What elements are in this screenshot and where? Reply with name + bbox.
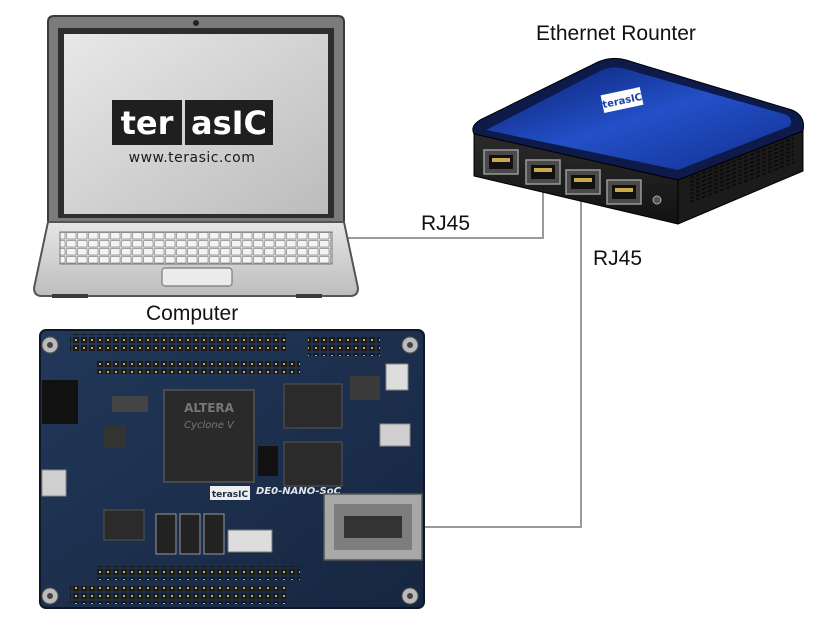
router-port-2: [525, 159, 561, 185]
logo-right-text: asIC: [191, 104, 267, 142]
fpga-board-icon: ALTERA Cyclone V terasIC DE0-NANO-SoC: [39, 329, 425, 609]
cable-computer-to-router: [340, 192, 544, 239]
board-model-text: DE0-NANO-SoC: [256, 486, 342, 497]
chip-family-text: Cyclone V: [184, 420, 235, 431]
board-brand-text: terasIC: [212, 490, 249, 500]
fpga-chip: ALTERA Cyclone V: [163, 389, 255, 483]
logo-left-text: ter: [121, 104, 174, 142]
computer-label: Computer: [146, 302, 239, 325]
board-silk-brand: terasIC: [210, 486, 250, 500]
laptop-keyboard: [59, 231, 333, 265]
ddr-chip-2: [283, 441, 343, 487]
router-vents: [690, 135, 794, 206]
gpio-header-top: [70, 334, 286, 352]
webcam-icon: [193, 20, 199, 26]
power-jack-icon: [652, 195, 662, 205]
cable-board-to-router: [420, 196, 582, 528]
router-port-3: [565, 169, 601, 195]
router-top: [486, 67, 792, 170]
cable-label-board: RJ45: [593, 247, 643, 270]
router-port-1: [483, 149, 519, 175]
router-icon: terasIC: [472, 57, 804, 225]
power-connector: [42, 380, 78, 424]
cable-label-computer: RJ45: [421, 212, 471, 235]
dip-switch: [112, 396, 148, 412]
chip-brand-text: ALTERA: [184, 401, 235, 415]
laptop-icon: ter asIC www.terasic.com: [32, 15, 360, 298]
key-button-1: [155, 513, 177, 555]
logo-url-text: www.terasic.com: [129, 150, 256, 166]
mini-usb-icon: [379, 423, 411, 447]
router-ports: [483, 149, 662, 205]
adc-header: [308, 336, 380, 356]
board-ethernet-port: [323, 493, 423, 561]
gpio-header-bottom: [70, 586, 286, 604]
usb-otg-icon: [41, 469, 67, 497]
key-button-3: [203, 513, 225, 555]
jtag-pins: [258, 446, 278, 476]
router-port-4: [606, 179, 642, 205]
key-button-2: [179, 513, 201, 555]
arduino-header-bottom: [96, 566, 300, 580]
laptop-touchpad: [161, 267, 233, 287]
router-brand-badge: terasIC: [600, 87, 644, 113]
arduino-header-top: [96, 360, 300, 374]
usb-port-icon: [385, 363, 409, 391]
terasic-logo: ter asIC www.terasic.com: [112, 100, 273, 166]
slide-switches: [227, 529, 273, 553]
ddr-chip-1: [283, 383, 343, 429]
router-label: Ethernet Rounter: [536, 22, 696, 45]
